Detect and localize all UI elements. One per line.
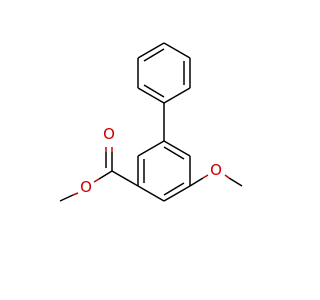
phenyl-ring — [137, 42, 191, 104]
bond — [163, 146, 185, 160]
bond — [163, 185, 191, 202]
bond — [72, 192, 79, 196]
bond — [163, 87, 191, 104]
carbonyl-oxygen-label: O — [103, 125, 115, 143]
bond — [189, 177, 204, 187]
bond — [163, 182, 185, 196]
molecule-canvas: O O O — [59, 42, 243, 202]
bond — [93, 178, 100, 183]
bond — [137, 42, 165, 59]
molecule-structure: O O O — [59, 42, 243, 202]
bond — [224, 174, 230, 179]
bond — [137, 185, 165, 202]
bond — [137, 140, 165, 157]
bond — [143, 48, 165, 62]
ester-oxygen-label: O — [80, 178, 92, 196]
bond — [59, 194, 74, 202]
methoxy-group — [189, 174, 243, 187]
bond — [163, 140, 191, 157]
bond — [111, 170, 139, 187]
bond — [137, 87, 165, 104]
benzoate-ring — [137, 140, 191, 202]
bond — [98, 170, 113, 180]
bond — [163, 42, 191, 59]
methoxy-oxygen-label: O — [210, 161, 222, 179]
bond — [228, 177, 243, 187]
bond — [202, 174, 209, 179]
ester-group — [59, 147, 139, 202]
bond — [143, 84, 165, 98]
